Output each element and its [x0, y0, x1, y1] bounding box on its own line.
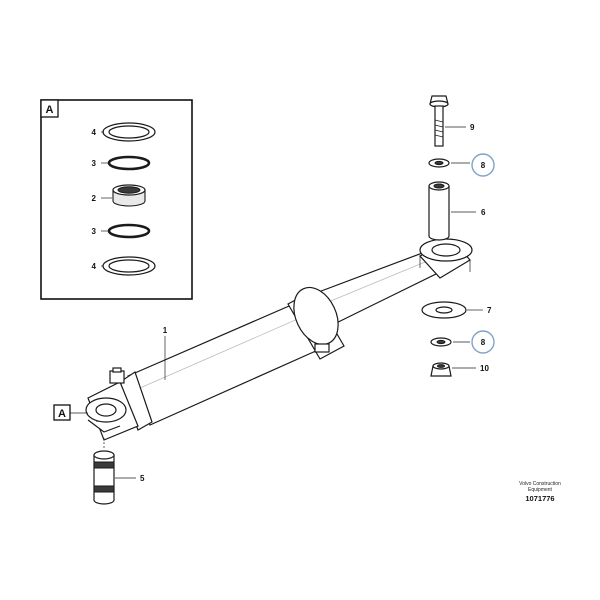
callout-lower-washer: 8: [481, 338, 486, 347]
detail-bushing: [112, 184, 146, 207]
document-number: 1071776: [525, 494, 554, 503]
callout-detail-lower-seal: 3: [92, 227, 97, 236]
callout-detail-upper-ring: 4: [92, 128, 97, 137]
hydraulic-cylinder: [85, 238, 473, 441]
detail-a-ref-box: [53, 404, 71, 421]
lower-washer: [430, 337, 452, 347]
callout-sleeve: 6: [481, 208, 486, 217]
cylinder-barrel: [127, 302, 319, 426]
detail-a-ref-tag: A: [58, 408, 66, 420]
callout-pin: 5: [140, 474, 145, 483]
detail-a-reference: A: [53, 404, 88, 421]
detail-a-tag: A: [46, 104, 54, 116]
brand-line-2: Equipment: [528, 487, 553, 493]
sleeve: [428, 181, 450, 241]
clevis-pin: [93, 438, 115, 505]
detail-lower-ring: [102, 256, 156, 276]
callout-nut: 10: [480, 364, 489, 373]
base-clevis: [85, 367, 139, 441]
rod-eye: [419, 238, 473, 279]
bolt: [429, 95, 449, 147]
brand-line-1: Volvo Construction: [519, 481, 561, 487]
gland-collar: [287, 286, 345, 360]
callout-cylinder: 1: [163, 326, 168, 335]
callout-bolt: 9: [470, 123, 475, 132]
callout-upper-washer: 8: [481, 161, 486, 170]
detail-a-tag-box: [40, 99, 59, 118]
upper-washer: [428, 158, 450, 168]
callout-detail-upper-seal: 3: [92, 159, 97, 168]
nut: [430, 362, 452, 377]
callout-detail-bushing: 2: [92, 194, 97, 203]
detail-upper-ring: [102, 122, 156, 142]
callout-large-washer: 7: [487, 306, 492, 315]
large-washer: [421, 301, 467, 319]
highlight-upper-washer: [471, 153, 495, 177]
callout-detail-lower-ring: 4: [92, 262, 97, 271]
highlight-lower-washer: [471, 330, 495, 354]
detail-a-panel: A 4 3 2 3 4: [40, 99, 193, 300]
